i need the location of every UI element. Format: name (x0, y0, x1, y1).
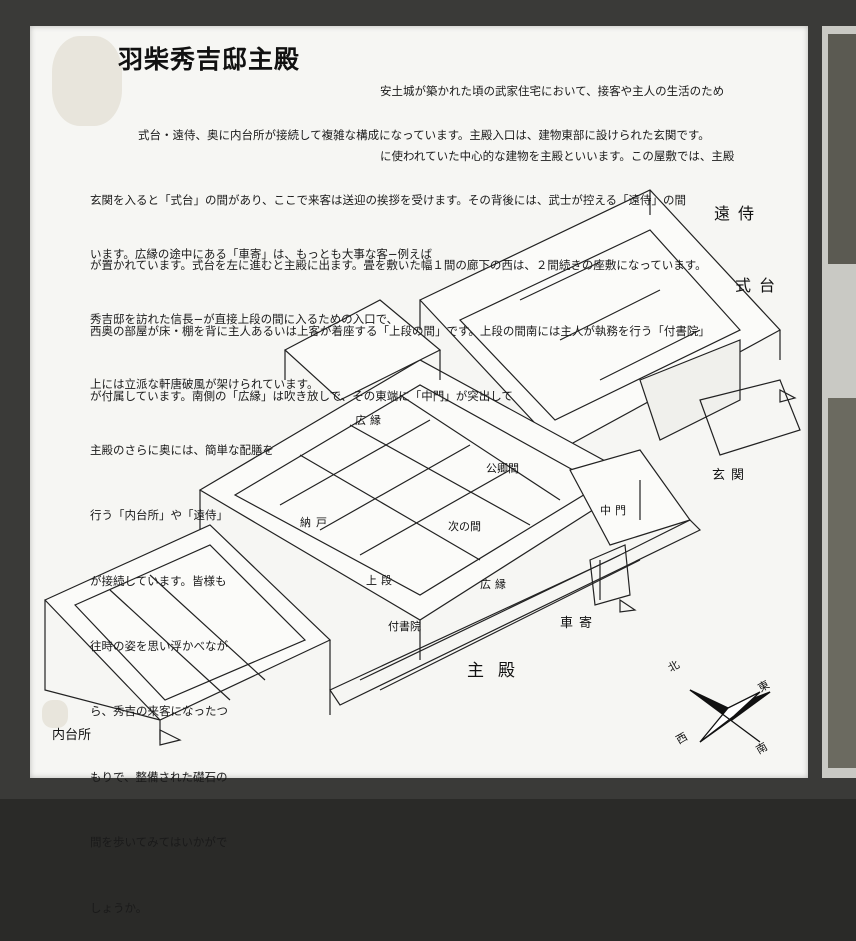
label-shikidai: 式台 (735, 276, 784, 295)
label-hiroen-lower: 広縁 (480, 578, 510, 591)
description-middle: 式台・遠侍、奥に内台所が接続して複雑な構成になっています。主殿入口は、建物東部に… (90, 81, 710, 430)
adjacent-photo-bottom (828, 398, 856, 768)
text-line: 秀吉邸を訪れた信長−が直接上段の間に入るための入口で、 (90, 311, 399, 326)
adjacent-photo-strip (822, 26, 856, 778)
text-line: 往時の姿を思い浮かべなが (90, 638, 228, 653)
text-line: が付属しています。南側の「広縁」は吹き放しで、その東端に「中門」が突出して (90, 389, 513, 404)
label-naidaidokoro: 内台所 (52, 728, 92, 743)
text-line: います。広縁の途中にある「車寄」は、もっとも大事な客−例えば (90, 246, 432, 261)
label-kurumayose: 車寄 (560, 616, 599, 631)
weathered-patch (42, 700, 68, 728)
adjacent-photo-top (828, 34, 856, 264)
text-line: 安土城が築かれた頃の武家住宅において、接客や主人の生活のため (380, 83, 725, 98)
label-jodan: 上段 (366, 574, 396, 587)
label-shuden: 主殿 (467, 661, 529, 681)
label-tsuginoma: 次の間 (448, 520, 481, 533)
building-axonometric-drawing (43, 189, 801, 746)
text-line: ら、秀吉の来客になったつ (90, 704, 228, 719)
label-hiroen-upper: 広縁 (355, 414, 385, 427)
label-tozamurai: 遠侍 (714, 204, 763, 223)
text-line: 上には立派な軒唐破風が架けられています。 (90, 377, 319, 392)
text-line: に使われていた中心的な建物を主殿といいます。この屋敷では、主殿 (380, 148, 735, 163)
text-line: が置かれています。式台を左に進むと主殿に出ます。畳を敷いた幅１間の廊下の西は、２… (90, 258, 707, 273)
text-line: が接続しています。皆様も (90, 573, 227, 588)
label-nando: 納戸 (300, 516, 332, 529)
description-top: 安土城が築かれた頃の武家住宅において、接客や主人の生活のため に使われていた中心… (380, 37, 734, 190)
label-tsukeshoin: 付書院 (388, 620, 421, 633)
description-left: います。広縁の途中にある「車寄」は、もっとも大事な客−例えば 秀吉邸を訪れた信長… (90, 200, 432, 941)
label-chumon: 中門 (600, 504, 630, 517)
text-line: 行う「内台所」や「遠侍」 (90, 508, 228, 523)
text-line: もりで、整備された礎石の (90, 769, 228, 784)
text-line: 間を歩いてみてはいかがで (90, 835, 228, 850)
weathered-patch (52, 36, 122, 126)
text-line: 西奥の部屋が床・棚を背に主人あるいは上客が着座する「上段の間」です。上段の間南に… (90, 323, 710, 338)
text-line: 主殿のさらに奥には、簡単な配膳を (90, 442, 274, 457)
text-line: しょうか。 (90, 900, 148, 915)
label-kugyonoma: 公卿間 (486, 462, 519, 475)
text-line: 玄関を入ると「式台」の間があり、ここで来客は送迎の挨拶を受けます。その背後には、… (90, 192, 687, 207)
compass-rose (689, 689, 771, 743)
sign-title: 羽柴秀吉邸主殿 (118, 45, 301, 74)
text-line: 式台・遠侍、奥に内台所が接続して複雑な構成になっています。主殿入口は、建物東部に… (138, 127, 710, 142)
label-genkan: 玄関 (712, 468, 751, 483)
